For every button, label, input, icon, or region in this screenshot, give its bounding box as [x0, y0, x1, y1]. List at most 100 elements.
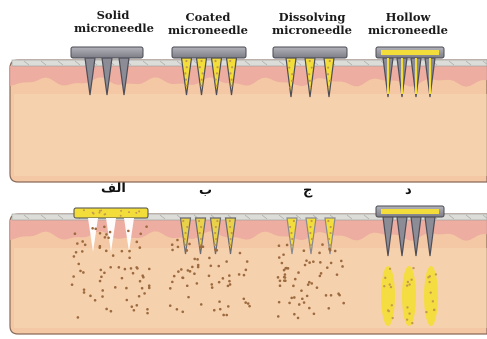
coated-diffused-drug	[208, 257, 211, 260]
coated-diffused-drug	[243, 274, 246, 277]
coated-diffused-drug	[169, 304, 172, 307]
coated-diffused-drug	[200, 303, 203, 306]
coated-diffused-drug	[227, 305, 230, 308]
coated-diffused-drug	[176, 239, 179, 242]
solid-diffused-drug	[73, 255, 76, 258]
coated-diffused-drug	[181, 276, 184, 279]
solid-diffused-drug	[82, 271, 85, 274]
solid-diffused-drug	[109, 266, 112, 269]
coated-needle-inserted-drug-dot	[182, 220, 184, 222]
coated-diffused-drug	[177, 270, 180, 273]
dissolving-needle-drug-dot	[327, 73, 329, 75]
dissolving-diffused-drug	[310, 282, 313, 285]
coated-needle-drug-dot	[185, 85, 187, 87]
solid-diffused-drug	[124, 268, 127, 271]
hollow-plume-dot	[390, 286, 392, 288]
solid-diffused-drug	[105, 250, 108, 253]
solid-diffused-drug	[71, 283, 74, 286]
dissolving-needle-drug-dot	[328, 86, 330, 88]
coated-diffused-drug	[176, 308, 179, 311]
hollow-plume-dot	[433, 309, 435, 311]
coated-needle-inserted-drug-dot	[198, 220, 200, 222]
hollow-plume-dot	[406, 306, 408, 308]
dissolving-needle-inserted-drug-dot	[290, 232, 292, 234]
dissolving-diffused-drug	[330, 294, 333, 297]
solid-diffused-drug	[91, 227, 94, 230]
dissolving-diffused-drug	[297, 317, 300, 320]
coated-needle-inserted-drug-dot	[184, 232, 186, 234]
coated-needle-inserted-drug-dot	[200, 238, 202, 240]
coated-diffused-drug	[218, 300, 221, 303]
dissolving-diffused-drug	[303, 301, 306, 304]
dissolving-diffused-drug	[316, 286, 319, 289]
dissolving-needle-inserted-drug-dot	[310, 220, 312, 222]
solid-patch-dot	[83, 209, 85, 211]
solid-diffused-drug	[81, 240, 84, 243]
dissolving-needle-inserted-drug-dot	[290, 244, 292, 246]
hollow-plume-dot	[391, 304, 393, 306]
dissolving-needle-inserted-drug-dot	[309, 232, 311, 234]
dissolving-needle-inserted-drug-dot	[293, 220, 295, 222]
coated-needle-drug-dot	[215, 79, 217, 81]
coated-needle-drug-dot	[231, 79, 233, 81]
hollow-plume-dot	[406, 284, 408, 286]
solid-device-base	[71, 47, 143, 58]
coated-diffused-drug	[222, 277, 225, 280]
solid-diffused-drug	[118, 266, 121, 269]
solid-diffused-drug	[130, 267, 133, 270]
coated-diffused-drug	[169, 287, 172, 290]
coated-needle-drug-dot	[215, 85, 217, 87]
coated-needle-drug-dot	[199, 66, 201, 68]
solid-diffused-drug	[99, 269, 102, 272]
dissolving-diffused-drug	[326, 266, 329, 269]
coated-diffused-drug	[209, 264, 212, 267]
coated-needle-inserted-drug-dot	[215, 226, 217, 228]
dissolving-diffused-drug	[283, 276, 286, 279]
dissolving-diffused-drug	[313, 312, 316, 315]
coated-diffused-drug	[196, 258, 199, 261]
coated-diffused-drug	[228, 280, 231, 283]
dissolving-diffused-drug	[297, 271, 300, 274]
hollow-plume-dot	[427, 276, 429, 278]
coated-needle-drug-dot	[216, 72, 218, 74]
dissolving-needle-inserted-drug-dot	[311, 238, 313, 240]
dissolving-diffused-drug	[278, 256, 281, 259]
hollow-plume-dot	[406, 318, 408, 320]
coated-diffused-drug	[180, 268, 183, 271]
coated-diffused-drug	[208, 274, 211, 277]
solid-diffused-drug	[143, 292, 146, 295]
dissolving-diffused-drug	[327, 307, 330, 310]
coated-needle-drug-dot	[200, 85, 202, 87]
dissolving-diffused-drug	[284, 267, 287, 270]
solid-diffused-drug	[128, 250, 131, 253]
dissolving-diffused-drug	[329, 249, 332, 252]
dissolving-diffused-drug	[287, 267, 290, 270]
coated-needle-inserted-drug-dot	[229, 220, 231, 222]
dissolving-diffused-drug	[321, 243, 324, 246]
coated-diffused-drug	[211, 286, 214, 289]
coated-diffused-drug	[196, 282, 199, 285]
coated-needle-inserted-drug-dot	[215, 238, 217, 240]
solid-diffused-drug	[81, 250, 84, 253]
coated-device-base	[172, 47, 246, 58]
solid-diffused-drug	[148, 287, 151, 290]
hollow-reservoir-2	[381, 209, 439, 214]
coated-diffused-drug	[218, 281, 221, 284]
coated-diffused-drug	[186, 249, 189, 252]
solid-diffused-drug	[142, 276, 145, 279]
coated-needle-drug-dot	[201, 79, 203, 81]
coated-needle-drug-dot	[231, 66, 233, 68]
solid-diffused-drug	[89, 295, 92, 298]
coated-needle-inserted-drug-dot	[214, 232, 216, 234]
dissolving-needle-inserted-drug-dot	[289, 226, 291, 228]
dissolving-needle-inserted-drug-dot	[327, 220, 329, 222]
dissolving-diffused-drug	[336, 273, 339, 276]
coated-diffused-drug	[199, 245, 202, 248]
coated-diffused-drug	[186, 284, 189, 287]
coated-needle-drug-dot	[214, 60, 216, 62]
coated-needle-inserted-drug-dot	[186, 226, 188, 228]
dissolving-diffused-drug	[293, 313, 296, 316]
solid-patch-dot	[98, 212, 100, 214]
hollow-plume-dot	[384, 277, 386, 279]
